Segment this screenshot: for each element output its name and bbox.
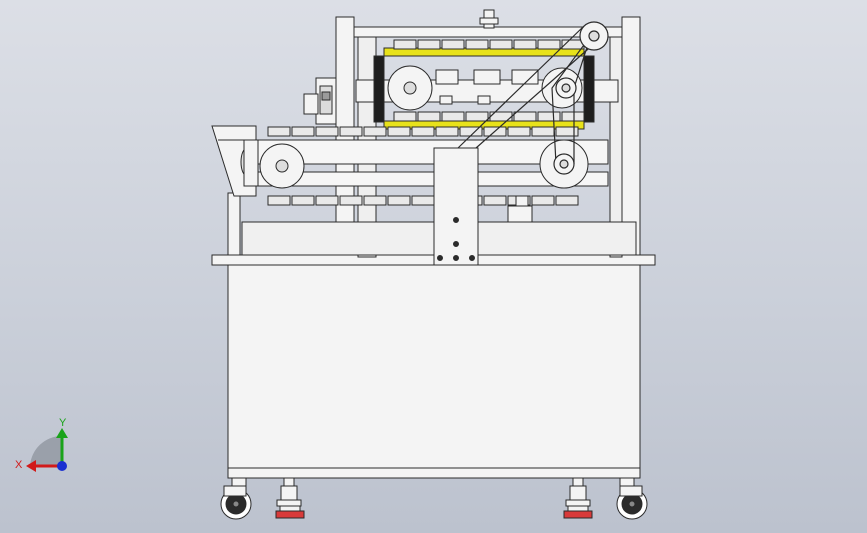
chain-link [483, 195, 507, 206]
upper-chain-links [393, 39, 585, 122]
chain-link [489, 39, 513, 50]
chain-link [315, 195, 339, 206]
caster-left [220, 477, 252, 520]
chain-link [267, 195, 291, 206]
mount-plate [433, 147, 479, 266]
chain-link [315, 126, 339, 137]
chain-link [387, 195, 411, 206]
drive-belt [457, 21, 609, 175]
chain-link [507, 126, 531, 137]
chain-link [363, 195, 387, 206]
chain-link [555, 195, 579, 206]
chain-link [441, 111, 465, 122]
chain-link [531, 195, 555, 206]
chain-link [561, 111, 585, 122]
chain-link [531, 126, 555, 137]
chain-link [393, 111, 417, 122]
chain-link [393, 39, 417, 50]
y-axis-label: Y [59, 417, 67, 429]
x-axis-label: X [15, 459, 23, 471]
chain-link [435, 126, 459, 137]
leveling-foot-right [563, 477, 593, 519]
triad-plane-indicator [30, 435, 62, 466]
chain-link [411, 126, 435, 137]
chain-link [339, 126, 363, 137]
cabinet-base [211, 254, 656, 479]
chain-link [513, 39, 537, 50]
x-axis-arrowhead [26, 460, 36, 472]
center-rod [479, 9, 499, 29]
chain-link [417, 111, 441, 122]
chain-link [537, 111, 561, 122]
chain-link [417, 39, 441, 50]
chain-link [411, 195, 435, 206]
z-axis-dot [57, 461, 67, 471]
leveling-foot-left [275, 477, 305, 519]
caster-right [616, 477, 648, 520]
chain-link [387, 126, 411, 137]
chain-link [465, 111, 489, 122]
chain-link [513, 111, 537, 122]
chain-link [267, 126, 291, 137]
coordinate-triad[interactable]: Y X [15, 417, 68, 472]
chain-link [363, 126, 387, 137]
side-bracket [303, 77, 337, 125]
chain-link [441, 39, 465, 50]
chain-link [465, 39, 489, 50]
chain-link [291, 195, 315, 206]
chain-link [537, 39, 561, 50]
y-axis-arrowhead [56, 428, 68, 438]
lower-chain-links [267, 126, 579, 206]
chain-link [339, 195, 363, 206]
chain-link [291, 126, 315, 137]
chain-link [555, 126, 579, 137]
